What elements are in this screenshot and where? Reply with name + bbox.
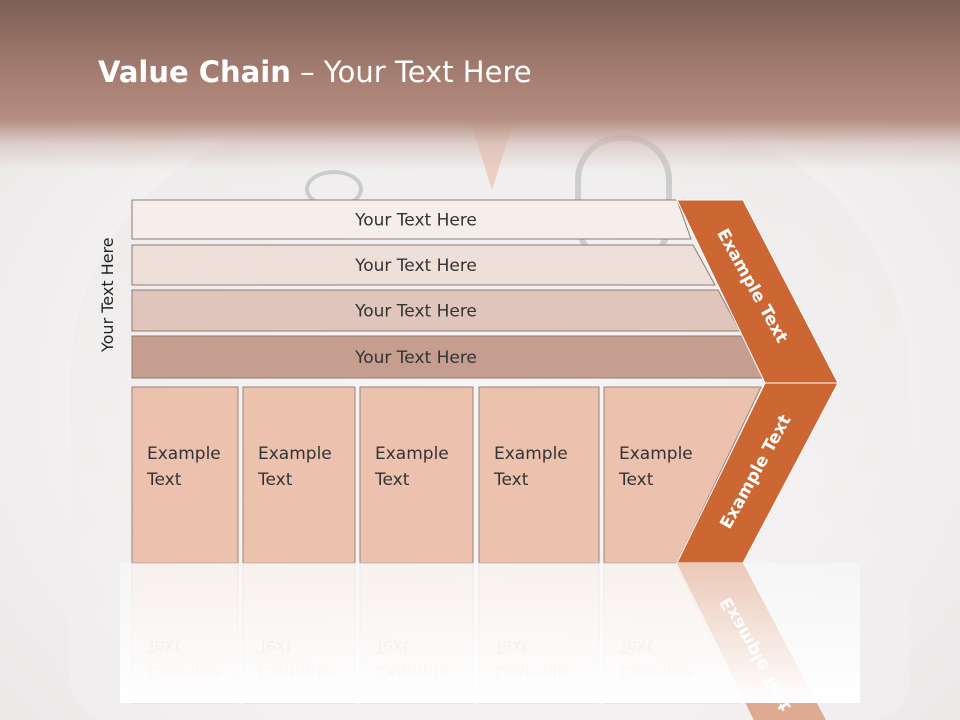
example-box-1-line2: Text: [146, 470, 182, 490]
example-box-2-line1: Example: [258, 444, 332, 464]
reflection-fade: [120, 563, 860, 703]
header-band: [0, 0, 960, 170]
example-box-3-line1: Example: [375, 444, 449, 464]
bar-label-1: Your Text Here: [354, 211, 477, 231]
example-box-5-line2: Text: [618, 470, 654, 490]
example-box-4-line2: Text: [493, 470, 529, 490]
slide-title: Value Chain – Your Text Here: [98, 55, 532, 89]
example-box-3-line2: Text: [374, 470, 410, 490]
title-bold: Value Chain: [98, 55, 291, 89]
bar-label-2: Your Text Here: [354, 256, 477, 276]
bar-label-3: Your Text Here: [354, 302, 477, 322]
bar-1: [131, 199, 692, 240]
example-box-3: [359, 386, 474, 564]
title-rest: – Your Text Here: [290, 55, 532, 89]
bar-label-4: Your Text Here: [354, 348, 477, 368]
example-box-5-line1: Example: [619, 444, 693, 464]
bar-2: [131, 244, 716, 286]
example-box-2: [242, 386, 356, 564]
example-box-4-line1: Example: [494, 444, 568, 464]
example-box-4: [478, 386, 600, 564]
example-box-2-line2: Text: [257, 470, 293, 490]
example-box-1: [131, 386, 239, 564]
example-box-1-line1: Example: [147, 444, 221, 464]
